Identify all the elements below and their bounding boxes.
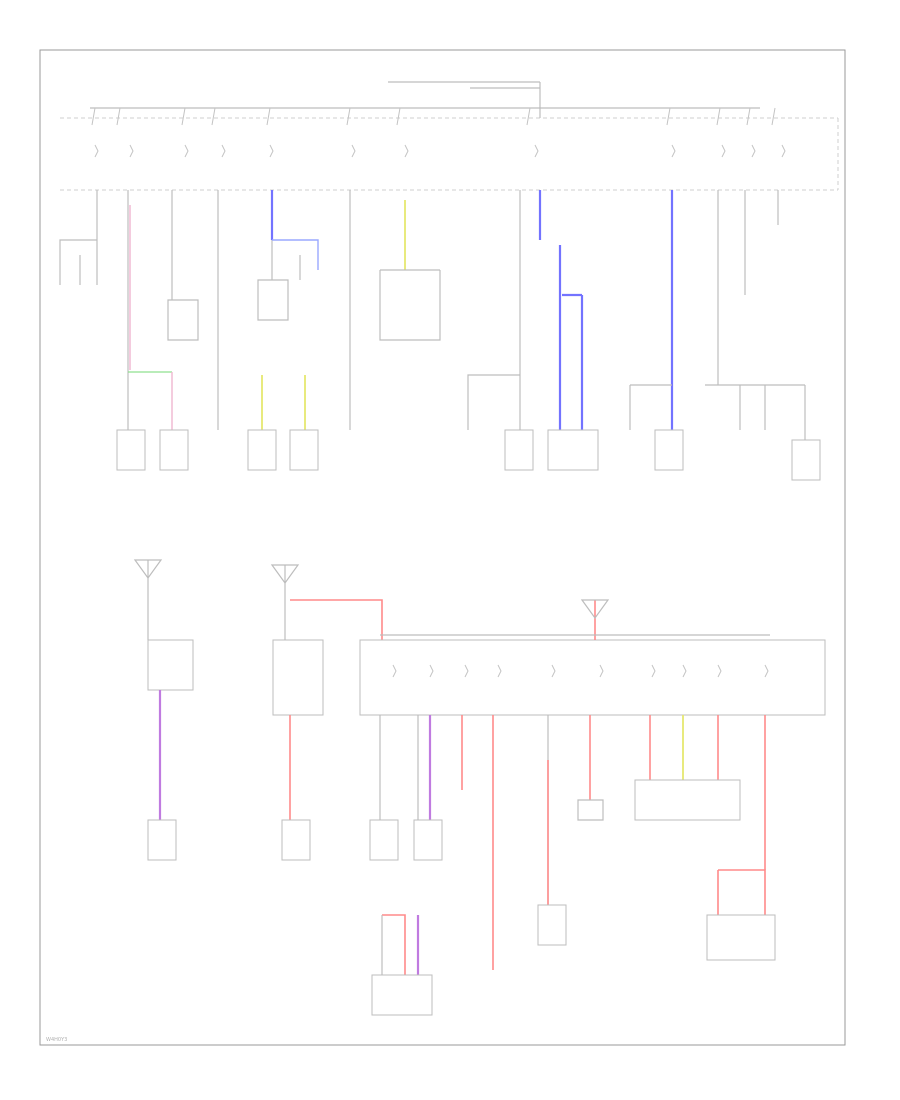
lower-fuse-panel: [359, 599, 826, 716]
lower-left-circuits: [133, 559, 383, 861]
upper-wires: [59, 190, 806, 440]
diagram-frame: [39, 49, 846, 1046]
upper-fuse-panel: [60, 81, 839, 191]
lower-wires: [369, 715, 776, 1016]
upper-components: [116, 429, 821, 481]
page-code: W4H0Y3: [46, 1037, 67, 1043]
